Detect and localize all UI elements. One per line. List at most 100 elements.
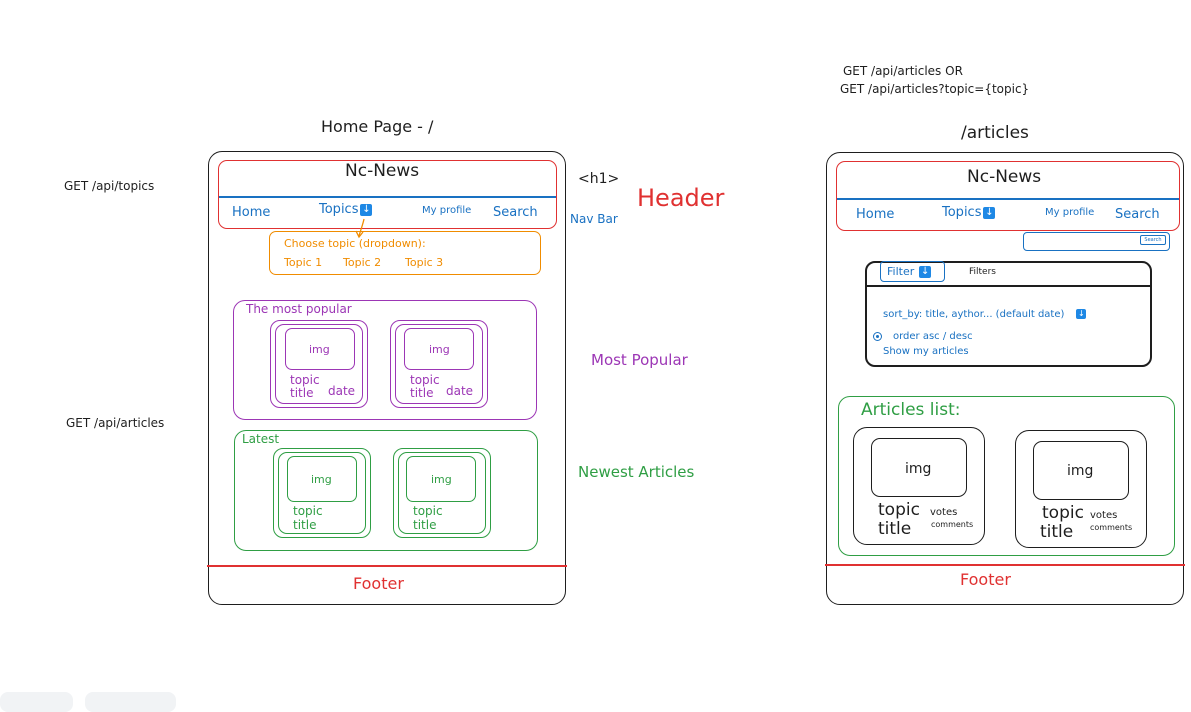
show-my-articles[interactable]: Show my articles: [883, 346, 969, 357]
articles-nav-topics-label: Topics: [942, 205, 982, 220]
download-arrow-icon: ↓: [919, 266, 932, 278]
latest-section: [234, 430, 538, 551]
articles-page-title: /articles: [961, 123, 1029, 143]
card-date: date: [446, 384, 474, 398]
image-placeholder: [285, 328, 355, 370]
sort-by-select[interactable]: sort_by: title, aythor... (default date)…: [883, 309, 1087, 320]
image-placeholder-label: img: [309, 343, 330, 356]
filter-divider: [866, 285, 1151, 287]
card-title: title: [413, 518, 437, 532]
card-title: title: [1040, 522, 1074, 542]
search-submit-button[interactable]: Search: [1140, 235, 1166, 245]
topic-dropdown-label: Choose topic (dropdown):: [284, 237, 426, 250]
popular-card-inner: [275, 324, 363, 404]
filters-tab[interactable]: Filters: [969, 267, 996, 277]
most-popular-label: The most popular: [246, 302, 352, 316]
home-nav-topics-label: Topics: [319, 202, 359, 217]
articles-site-title: Nc-News: [967, 167, 1042, 187]
image-placeholder-label: img: [311, 473, 332, 486]
home-nav-profile[interactable]: My profile: [422, 205, 472, 216]
card-title: title: [293, 518, 317, 532]
api-articles-note: GET /api/articles: [66, 416, 165, 430]
image-placeholder-label: img: [905, 461, 932, 477]
latest-card-inner: [398, 452, 486, 534]
download-arrow-icon: ↓: [360, 203, 373, 216]
order-radio[interactable]: [873, 332, 882, 341]
search-input[interactable]: [1023, 232, 1170, 251]
image-placeholder: [287, 456, 357, 502]
search-submit-label: Search: [1144, 237, 1162, 243]
image-placeholder: [1033, 441, 1129, 500]
latest-card[interactable]: [273, 448, 371, 538]
home-nav-divider: [219, 196, 556, 198]
image-placeholder: [404, 328, 474, 370]
card-topic: topic: [413, 504, 443, 518]
card-topic: topic: [1042, 503, 1084, 523]
card-comments: comments: [1090, 523, 1133, 532]
card-topic: topic: [410, 373, 440, 387]
card-votes: votes: [930, 507, 958, 518]
filter-panel: [865, 261, 1152, 367]
h1-note: <h1>: [578, 171, 620, 187]
topic-option-2[interactable]: Topic 2: [343, 256, 382, 269]
card-topic: topic: [878, 500, 920, 520]
card-votes: votes: [1090, 510, 1118, 521]
latest-card-inner: [278, 452, 366, 534]
image-placeholder: [871, 438, 967, 497]
header-note: Header: [637, 184, 725, 212]
articles-header: [836, 161, 1180, 231]
articles-nav-profile[interactable]: My profile: [1045, 207, 1095, 218]
canvas-toolbar-button[interactable]: [0, 692, 73, 712]
articles-list-label: Articles list:: [861, 400, 961, 420]
articles-footer-divider: [825, 564, 1185, 566]
image-placeholder-label: img: [1067, 463, 1094, 479]
articles-nav-home[interactable]: Home: [856, 207, 895, 222]
popular-card[interactable]: [270, 320, 368, 408]
dropdown-arrow: [355, 218, 365, 239]
topic-option-1[interactable]: Topic 1: [284, 256, 323, 269]
latest-label: Latest: [242, 432, 280, 446]
canvas-toolbar-button[interactable]: [85, 692, 176, 712]
card-comments: comments: [931, 520, 974, 529]
topic-dropdown[interactable]: [269, 231, 541, 275]
articles-nav-search[interactable]: Search: [1115, 207, 1160, 222]
api-articles-filter-note: GET /api/articles?topic={topic}: [840, 82, 1030, 96]
popular-card-inner: [395, 324, 483, 404]
most-popular-note: Most Popular: [591, 351, 688, 369]
card-title: title: [878, 519, 912, 539]
filter-button-label: Filter: [887, 265, 915, 278]
download-arrow-icon: ↓: [983, 206, 996, 219]
card-date: date: [328, 384, 356, 398]
card-topic: topic: [290, 373, 320, 387]
home-page-frame: [208, 151, 566, 605]
order-label: order asc / desc: [893, 331, 973, 342]
filter-button[interactable]: [880, 261, 945, 282]
home-site-title: Nc-News: [345, 161, 420, 181]
articles-page-frame: [826, 152, 1184, 605]
api-articles-filter-note: GET /api/articles OR: [843, 64, 963, 78]
topic-option-3[interactable]: Topic 3: [405, 256, 444, 269]
articles-nav-divider: [837, 198, 1179, 200]
home-nav-search[interactable]: Search: [493, 205, 538, 220]
card-title: title: [290, 386, 314, 400]
articles-nav-topics[interactable]: Topics↓: [942, 205, 996, 220]
home-header: [218, 160, 557, 229]
home-page-title: Home Page - /: [321, 117, 434, 136]
articles-footer: Footer: [960, 570, 1011, 589]
api-topics-note: GET /api/topics: [64, 179, 155, 193]
latest-card[interactable]: [393, 448, 491, 538]
card-title: title: [410, 386, 434, 400]
home-footer: Footer: [353, 574, 404, 593]
home-nav-home[interactable]: Home: [232, 205, 271, 220]
sort-by-label: sort_by: title, aythor... (default date): [883, 309, 1065, 320]
articles-list-section: [838, 396, 1175, 556]
popular-card[interactable]: [390, 320, 488, 408]
image-placeholder-label: img: [429, 343, 450, 356]
home-nav-topics[interactable]: Topics↓: [319, 202, 373, 217]
article-card[interactable]: [853, 427, 985, 545]
image-placeholder: [406, 456, 476, 502]
article-card[interactable]: [1015, 430, 1147, 548]
card-topic: topic: [293, 504, 323, 518]
most-popular-section: [233, 300, 537, 420]
nav-bar-note: Nav Bar: [570, 212, 618, 226]
